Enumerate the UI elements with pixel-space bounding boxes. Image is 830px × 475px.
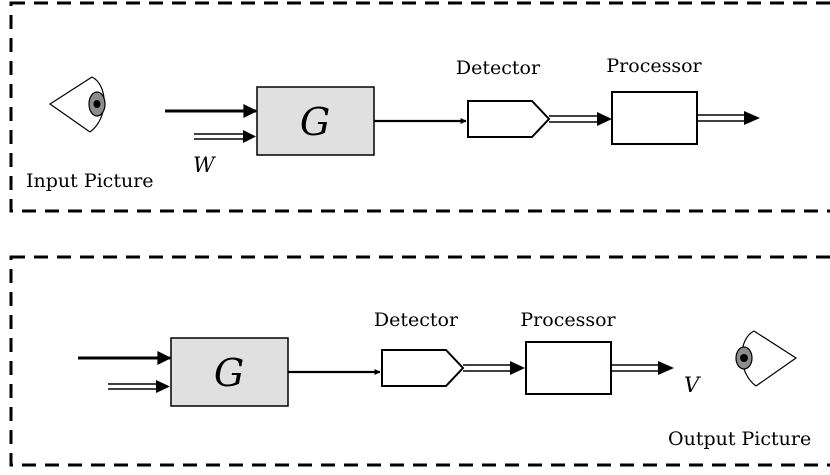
detector-block <box>467 100 551 138</box>
noise-arrow <box>108 380 170 393</box>
bottom-panel-border <box>9 255 830 467</box>
processor-output-arrow <box>611 361 674 375</box>
bottom-panel: G Detector Processor V Output Pic <box>9 255 830 467</box>
detector-block <box>381 349 465 387</box>
processor-label: Processor <box>520 309 616 331</box>
detector-to-processor-arrow <box>463 361 525 375</box>
noise-arrow <box>194 130 256 143</box>
top-panel-border <box>9 1 830 213</box>
detector-label: Detector <box>374 309 459 331</box>
output-picture-caption: Output Picture <box>668 428 811 450</box>
processor-block <box>525 341 612 395</box>
detector-to-processor-arrow <box>549 112 612 126</box>
output-label: V <box>684 373 701 397</box>
processor-label: Processor <box>606 55 702 77</box>
top-panel: Input Picture W G Detector Processor <box>9 1 830 213</box>
detector-label: Detector <box>456 57 541 79</box>
eye-icon <box>48 76 106 133</box>
processor-output-arrow <box>697 111 760 125</box>
noise-label: W <box>193 153 217 177</box>
generator-label: G <box>214 351 244 395</box>
processor-block <box>611 91 698 145</box>
generator-label: G <box>300 100 330 144</box>
input-picture-caption: Input Picture <box>26 170 154 192</box>
eye-icon <box>735 330 798 387</box>
